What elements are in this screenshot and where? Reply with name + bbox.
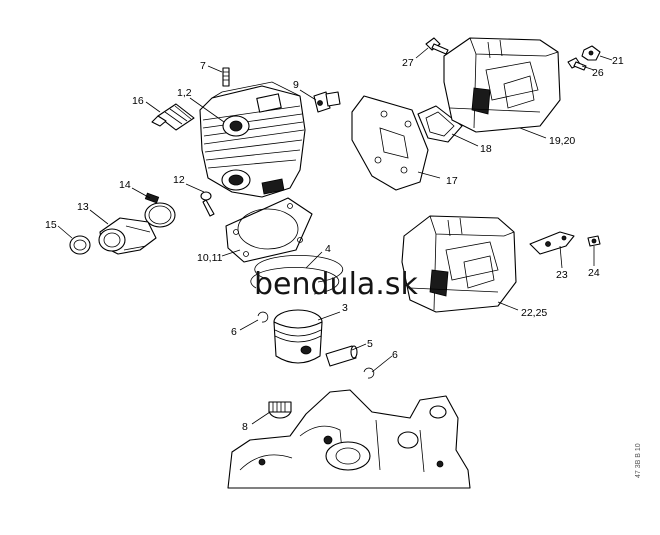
callout-6-left: 6 [231,326,237,338]
callout-26: 26 [592,67,604,79]
callout-1-2: 1,2 [177,87,192,99]
muffler-bottom-part [401,215,517,313]
callout-17: 17 [446,175,458,187]
muffler-top-part [443,37,561,133]
callout-4: 4 [325,243,331,255]
ring-part [69,235,91,255]
callout-14: 14 [119,179,131,191]
callout-16: 16 [132,95,144,107]
crankcase-part [227,389,471,489]
callout-3: 3 [342,302,348,314]
circlip-left-part [257,311,269,323]
bracket-23-part [529,231,575,255]
cylinder-gasket-part [225,197,313,263]
callout-9: 9 [293,79,299,91]
callout-labels: 7 1,2 16 9 12 14 13 15 10,11 4 3 6 5 6 8… [45,55,624,433]
callout-27: 27 [402,57,414,69]
piston-rings-part [250,255,344,295]
watermark-text: bendula.sk [254,267,418,302]
callout-18: 18 [480,143,492,155]
screw-part [200,191,215,217]
drawing-code: 47 3B B 10 [635,443,642,478]
needle-cage-part [268,401,292,419]
callout-21: 21 [612,55,624,67]
circlip-right-part [363,367,375,379]
callout-13: 13 [77,201,89,213]
stud-part [222,67,230,87]
piston-part [273,309,323,364]
screw-27-part [425,37,449,55]
screw-24-part [587,235,601,247]
muffler-gasket-part [417,105,463,143]
decompression-valve-part [313,91,341,113]
cylinder-part [199,81,306,198]
callout-7: 7 [200,60,206,72]
callout-10-11: 10,11 [197,252,223,264]
muffler-plate-part [351,95,429,191]
hose-clamp-part [144,192,176,228]
nut-21-part [581,45,601,61]
spark-plug-part [151,103,195,131]
intake-manifold-part [98,217,157,255]
callout-23: 23 [556,269,568,281]
screw-26-part [567,57,587,71]
callout-8: 8 [242,421,248,433]
leader-lines [57,47,613,425]
callout-15: 15 [45,219,57,231]
piston-pin-part [325,345,358,367]
callout-6-right: 6 [392,349,398,361]
callout-24: 24 [588,267,600,279]
callout-19-20: 19,20 [549,135,575,147]
callout-5: 5 [367,338,373,350]
callout-12: 12 [173,174,185,186]
callout-22-25: 22,25 [521,307,547,319]
